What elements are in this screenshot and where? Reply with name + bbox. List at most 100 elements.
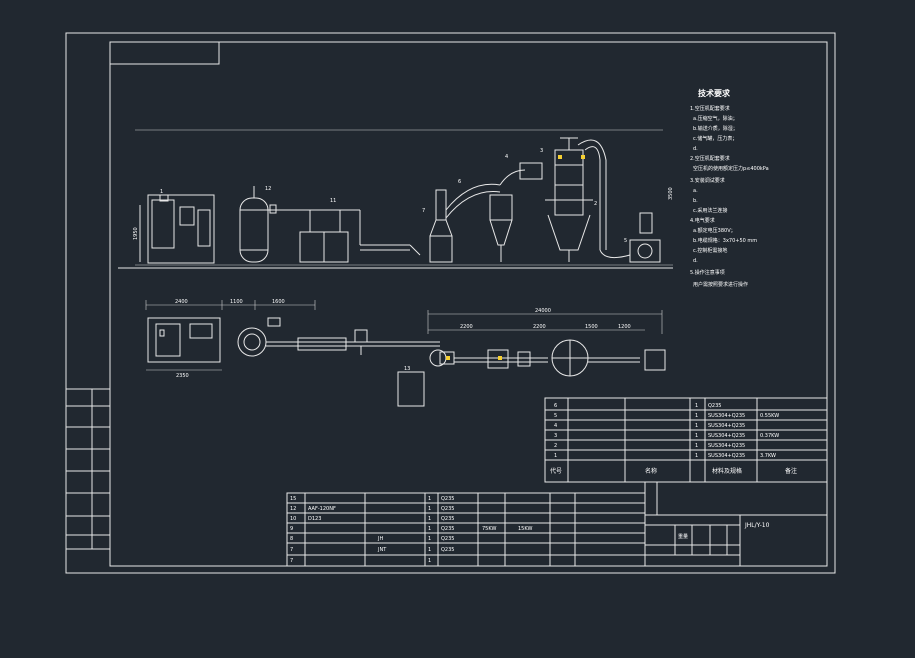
compressor-cabinet <box>139 194 215 264</box>
lt-code-2: D123 <box>308 516 321 522</box>
dim-height: 3500 <box>668 187 674 200</box>
lt-mat-3: Q235 <box>441 526 454 532</box>
tech-line-16: 5.操作注意事项 <box>690 269 725 276</box>
dryer-unit <box>299 209 421 263</box>
dim-2200a: 2200 <box>460 324 473 330</box>
ut-qty-3: 1 <box>695 433 698 439</box>
lt-name-5: JNT <box>377 547 387 553</box>
dim-2200b: 2200 <box>533 324 546 330</box>
ut-note-1: 3.7KW <box>760 453 776 459</box>
plan-dimension-lines <box>145 300 663 371</box>
lt-no-4: 8 <box>290 536 293 542</box>
tech-line-0: 1.空压机配套要求 <box>690 105 730 112</box>
tech-line-6: 空压机的使用额定压力p≤400kPa <box>693 165 769 172</box>
tech-line-10: c.采用法兰连接 <box>693 207 727 214</box>
lt-qty-5: 1 <box>428 547 431 553</box>
drawing-no: JHL/Y-10 <box>744 522 770 529</box>
lt-qty-6: 1 <box>428 558 431 564</box>
ut-no-1: 1 <box>554 453 557 459</box>
tech-line-1: a.压缩空气，除油； <box>693 115 738 122</box>
ut-header-name: 名称 <box>645 467 657 475</box>
callout-bag: 2 <box>594 201 597 207</box>
ut-mat-2: SUS304+Q235 <box>708 443 745 449</box>
callout-control-box: 13 <box>404 366 410 372</box>
lt-qty-3: 1 <box>428 526 431 532</box>
callout-dryer: 11 <box>330 198 336 204</box>
ut-qty-1: 1 <box>695 453 698 459</box>
tech-line-17: 用户需按照要求进行操作 <box>693 281 748 288</box>
ut-mat-6: Q235 <box>708 403 721 409</box>
title-block <box>644 481 828 567</box>
callout-hopper: 7 <box>422 208 425 214</box>
ut-header-material: 材料及规格 <box>712 467 742 475</box>
lt-extra2-3: 15KW <box>518 526 532 532</box>
callout-cabinet: 1 <box>160 189 163 195</box>
side-label-column <box>65 388 111 550</box>
tech-title: 技术要求 <box>698 88 731 98</box>
tech-line-2: b.输送介质，除湿； <box>693 125 738 132</box>
dim-total: 24000 <box>535 308 551 314</box>
lt-code-1: AAF-120NF <box>308 506 336 512</box>
callout-fan: 5 <box>624 238 627 244</box>
callout-conveyor: 6 <box>458 179 461 185</box>
ut-note-3: 0.37KW <box>760 433 779 439</box>
lt-qty-2: 1 <box>428 516 431 522</box>
callout-tower: 3 <box>540 148 543 154</box>
feed-hopper <box>429 183 501 263</box>
tech-requirements: 技术要求 1.空压机配套要求 a.压缩空气，除油； b.输送介质，除湿； c.储… <box>690 88 769 288</box>
ut-no-3: 3 <box>554 433 557 439</box>
lt-mat-5: Q235 <box>441 547 454 553</box>
lt-no-2: 10 <box>290 516 296 522</box>
induced-fan <box>629 212 661 263</box>
lt-name-4: JH <box>377 536 383 542</box>
lt-mat-2: Q235 <box>441 516 454 522</box>
callout-cyclone: 4 <box>505 154 508 160</box>
tech-line-9: b. <box>693 198 698 204</box>
tech-line-8: a. <box>693 188 698 194</box>
ut-qty-5: 1 <box>695 413 698 419</box>
tech-line-13: b.电缆规格：3x70+50 mm <box>693 237 757 244</box>
tech-line-15: d. <box>693 258 698 264</box>
lt-no-5: 7 <box>290 547 293 553</box>
dim-1600: 1600 <box>272 299 285 305</box>
tech-line-14: c.控制柜需接地 <box>693 247 727 254</box>
ut-mat-5: SUS304+Q235 <box>708 413 745 419</box>
ut-header-no: 代号 <box>550 467 562 475</box>
dim-2350: 2350 <box>176 373 189 379</box>
ut-no-5: 5 <box>554 413 557 419</box>
callout-tank: 12 <box>265 186 271 192</box>
ut-mat-1: SUS304+Q235 <box>708 453 745 459</box>
dim-cabinet-height: 1950 <box>133 227 139 240</box>
lt-mat-0: Q235 <box>441 496 454 502</box>
outer-frame <box>65 32 836 574</box>
ut-qty-4: 1 <box>695 423 698 429</box>
classifier-tower <box>545 137 631 262</box>
ut-mat-3: SUS304+Q235 <box>708 433 745 439</box>
lt-no-1: 12 <box>290 506 296 512</box>
lt-qty-1: 1 <box>428 506 431 512</box>
lt-no-3: 9 <box>290 526 293 532</box>
lt-mat-1: Q235 <box>441 506 454 512</box>
tech-line-12: a.额定电压380V； <box>693 227 736 234</box>
ut-note-5: 0.55KW <box>760 413 779 419</box>
lower-parts-table <box>286 492 646 567</box>
lt-no-0: 15 <box>290 496 296 502</box>
lt-no-6: 7 <box>290 558 293 564</box>
cyclone <box>489 162 543 262</box>
air-tank <box>239 186 300 263</box>
tech-line-3: c.储气罐，压力表； <box>693 135 737 142</box>
tech-line-11: 4.电气要求 <box>690 217 715 224</box>
ut-no-6: 6 <box>554 403 557 409</box>
tech-line-5: 2.空压机配套要求 <box>690 155 730 162</box>
control-box <box>397 371 425 407</box>
corner-title-box <box>109 41 220 65</box>
plan-view <box>147 317 666 377</box>
dim-1200: 1200 <box>618 324 631 330</box>
dim-1100: 1100 <box>230 299 243 305</box>
lt-qty-4: 1 <box>428 536 431 542</box>
tech-line-7: 3.安装调试要求 <box>690 177 725 184</box>
ut-mat-4: SUS304+Q235 <box>708 423 745 429</box>
ut-qty-2: 1 <box>695 443 698 449</box>
lt-qty-0: 1 <box>428 496 431 502</box>
